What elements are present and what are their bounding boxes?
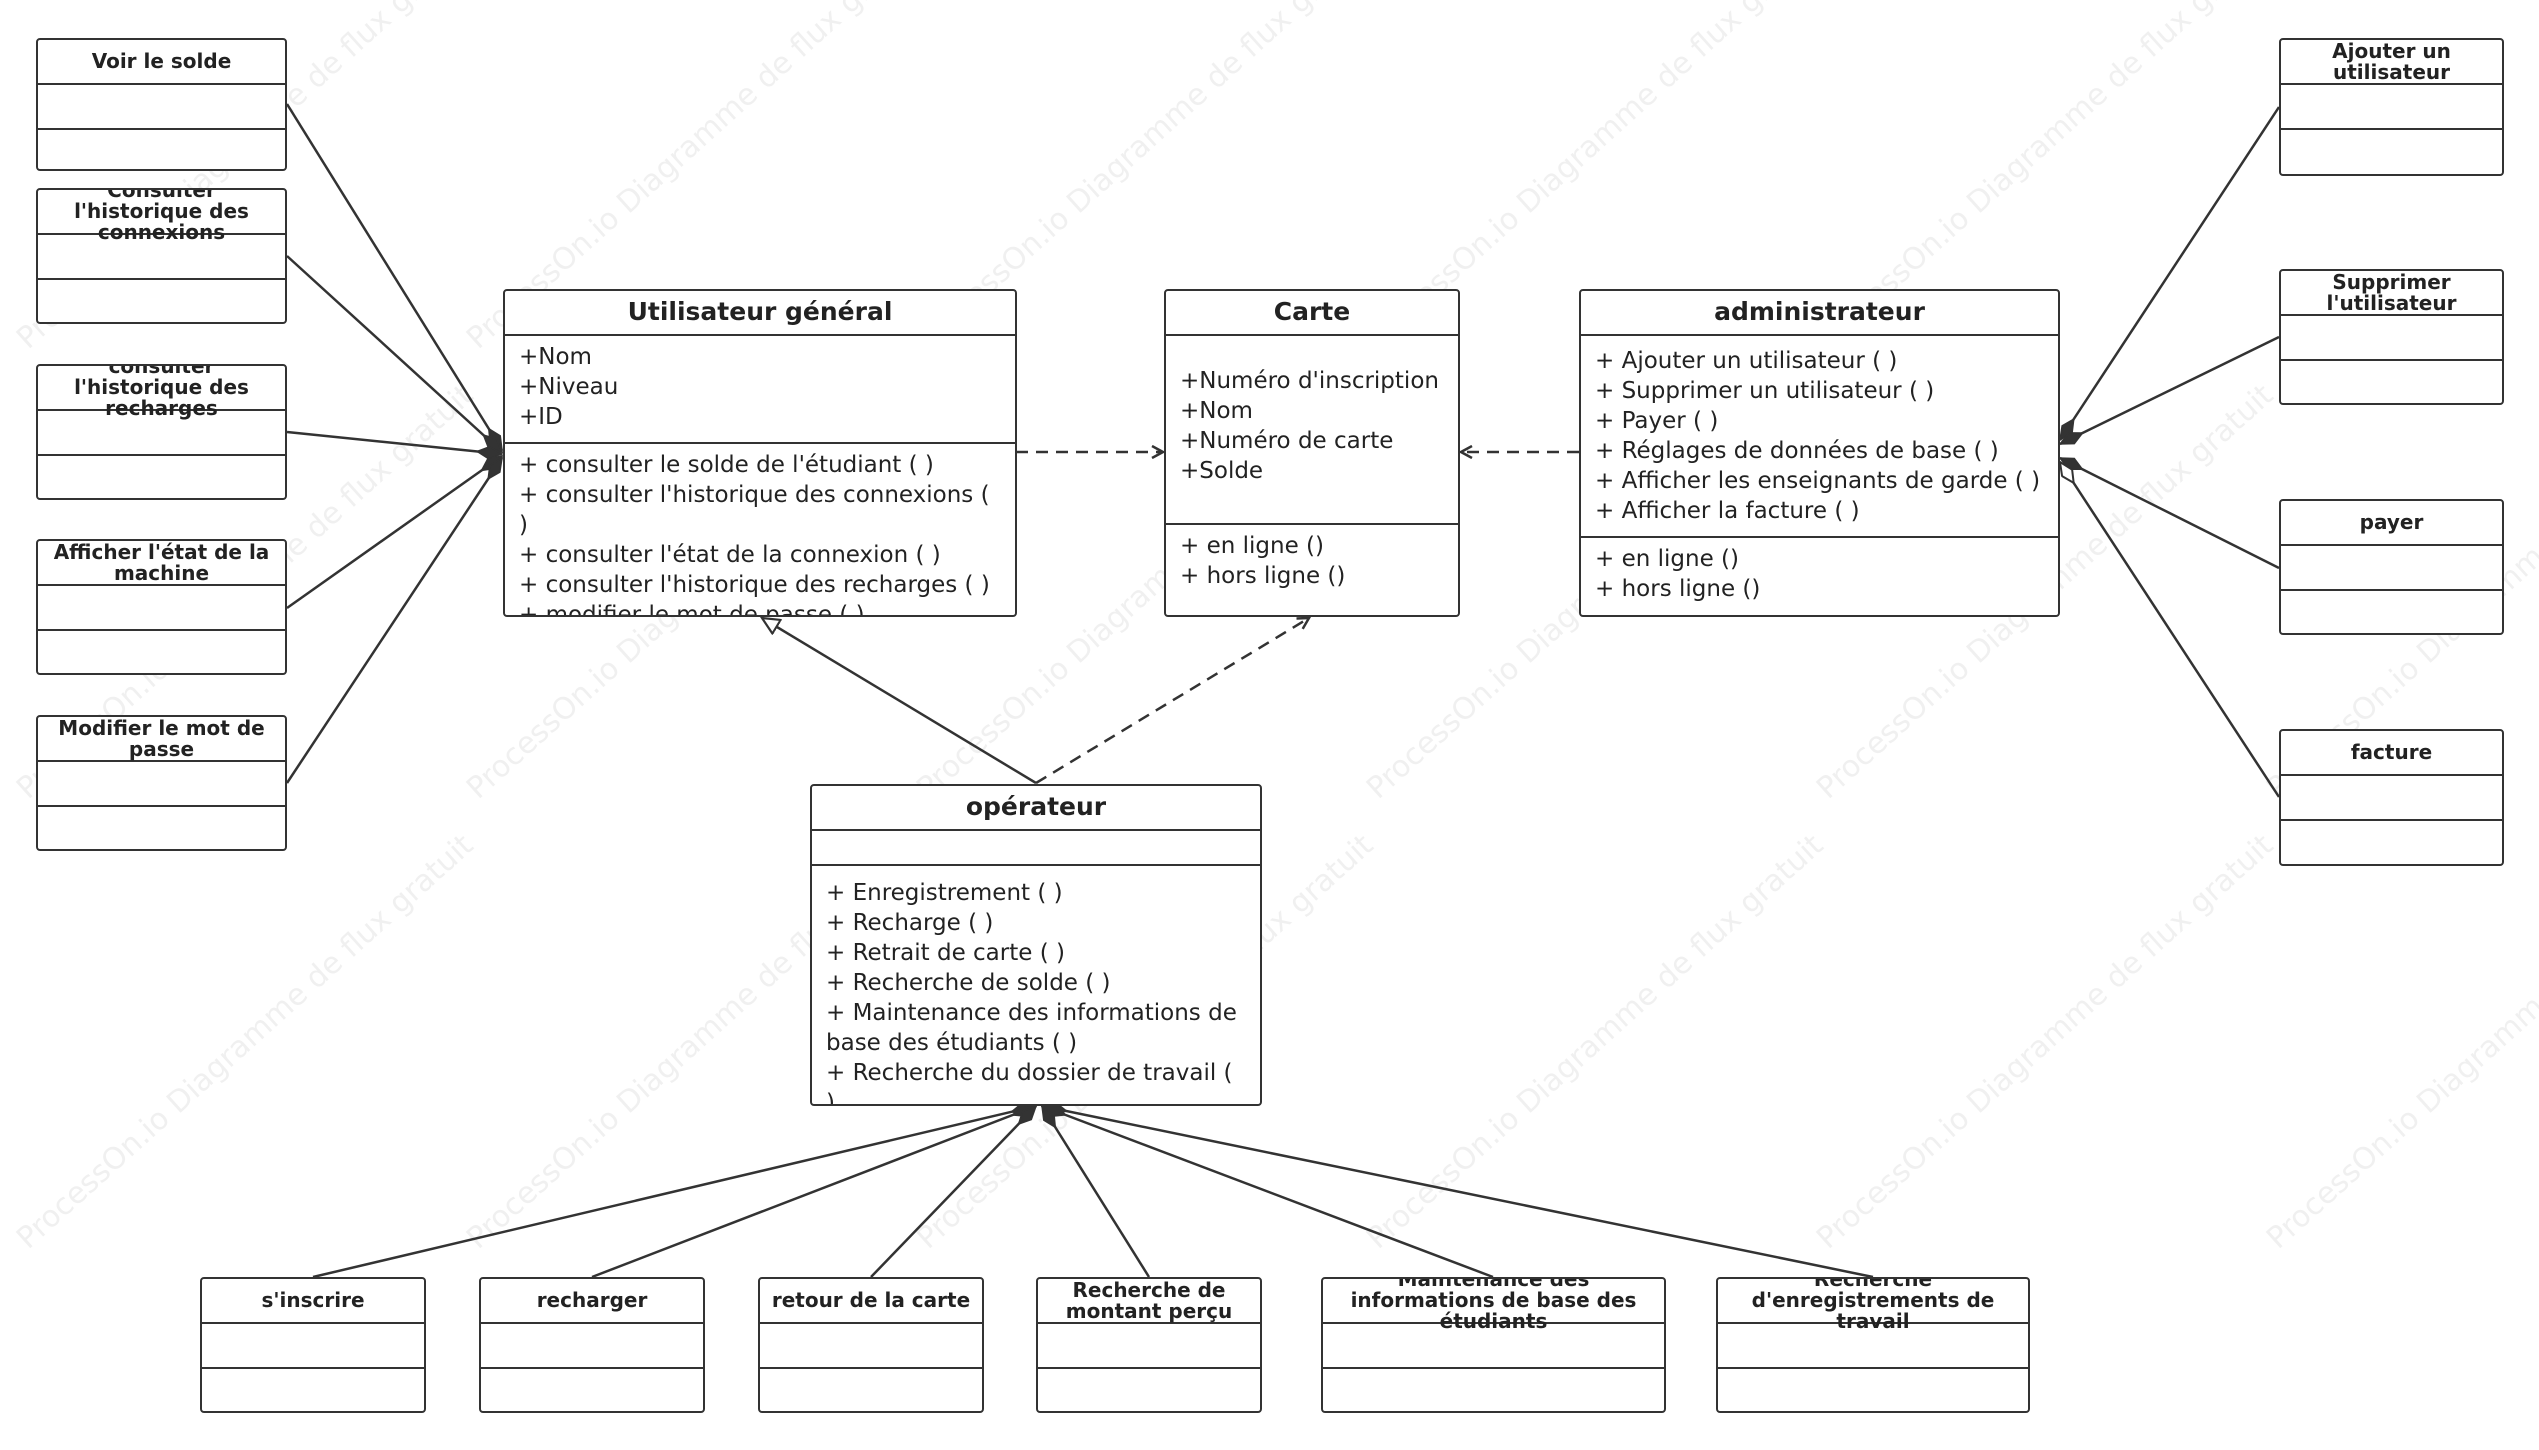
box-modifier-mot-de-passe[interactable]: Modifier le mot de passe [36,715,287,851]
class-administrateur[interactable]: administrateur + Ajouter un utilisateur … [1579,289,2060,617]
class-attributes: +Numéro d'inscription +Nom +Numéro de ca… [1180,368,1439,484]
box-section [1038,1367,1260,1410]
composition-historique-connexions [286,255,502,452]
box-maintenance-informations[interactable]: Maintenance des informations de base des… [1321,1277,1666,1413]
composition-ajouter-utilisateur [2058,106,2281,440]
box-title: Maintenance des informations de base des… [1323,1279,1664,1332]
class-methods: + en ligne () + hors ligne () [1166,523,1458,597]
box-title: facture [2281,731,2502,776]
box-historique-connexions[interactable]: Consulter l'historique des connexions [36,188,287,324]
dependency-operateur-carte [1035,618,1309,785]
class-operateur[interactable]: opérateur + Enregistrement ( ) + Recharg… [810,784,1262,1106]
box-title: Afficher l'état de la machine [38,541,285,586]
box-montant-percu[interactable]: Recherche de montant perçu [1036,1277,1262,1413]
box-section [38,85,285,128]
class-attributes: +Nom +Niveau +ID [519,344,619,430]
box-section [1038,1324,1260,1367]
aggregation-facture [2060,462,2281,798]
box-payer[interactable]: payer [2279,499,2504,635]
box-section [38,586,285,629]
box-title: retour de la carte [760,1279,982,1324]
composition-maintenance [1042,1106,1494,1279]
box-retour-carte[interactable]: retour de la carte [758,1277,984,1413]
composition-sinscrire [312,1106,1036,1279]
composition-retour-carte [870,1106,1036,1278]
box-title: Recherche de montant perçu [1038,1279,1260,1324]
box-section [2281,316,2502,359]
box-title: recharger [481,1279,703,1324]
box-facture[interactable]: facture [2279,729,2504,866]
composition-supprimer-utilisateur [2060,335,2280,446]
composition-montant-percu [1040,1106,1151,1278]
composition-voir-solde [285,103,504,450]
class-title: Carte [1166,291,1458,336]
box-section [2281,819,2502,862]
box-section [202,1367,424,1410]
box-section [38,762,285,805]
box-etat-machine[interactable]: Afficher l'état de la machine [36,539,287,675]
composition-etat-machine [286,456,502,610]
class-title: Utilisateur général [505,291,1015,336]
box-supprimer-utilisateur[interactable]: Supprimer l'utilisateur [2279,269,2504,405]
box-section [2281,85,2502,128]
box-voir-le-solde[interactable]: Voir le solde [36,38,287,171]
box-title: Recherche d'enregistrements de travail [1718,1279,2028,1332]
box-title: payer [2281,501,2502,546]
box-section [760,1324,982,1367]
box-section [2281,546,2502,589]
box-section [2281,589,2502,632]
generalization-operateur-utilisateur [762,618,1037,785]
class-methods: + Enregistrement ( ) + Recharge ( ) + Re… [812,864,1260,1104]
box-title: Ajouter un utilisateur [2281,40,2502,85]
class-title: opérateur [812,786,1260,831]
box-enregistrements-travail[interactable]: Recherche d'enregistrements de travail [1716,1277,2030,1413]
box-section [38,454,285,497]
box-section [2281,359,2502,402]
box-section [2281,776,2502,819]
box-ajouter-utilisateur[interactable]: Ajouter un utilisateur [2279,38,2504,176]
box-section [2281,128,2502,171]
class-title: administrateur [1581,291,2058,336]
box-section [202,1324,424,1367]
box-section [760,1367,982,1410]
box-title: Consulter l'historique des connexions [38,190,285,243]
box-section [38,629,285,672]
composition-enregistrements-travail [1042,1106,1874,1279]
box-title: consulter l'historique des recharges [38,366,285,419]
box-title: Modifier le mot de passe [38,717,285,762]
box-title: Supprimer l'utilisateur [2281,271,2502,316]
box-title: Voir le solde [38,40,285,85]
box-section [1718,1367,2028,1410]
class-attributes: + Ajouter un utilisateur ( ) + Supprimer… [1595,348,2041,524]
class-methods: + consulter le solde de l'étudiant ( ) +… [505,442,1015,615]
class-attributes [812,831,1260,864]
class-utilisateur-general[interactable]: Utilisateur général +Nom +Niveau +ID + c… [503,289,1017,617]
box-section [38,128,285,169]
box-historique-recharges[interactable]: consulter l'historique des recharges [36,364,287,500]
box-section [481,1367,703,1410]
class-methods: + en ligne () + hors ligne () [1581,536,2058,610]
box-title: s'inscrire [202,1279,424,1324]
class-carte[interactable]: Carte +Numéro d'inscription +Nom +Numéro… [1164,289,1460,617]
box-section [481,1324,703,1367]
box-section [1323,1367,1664,1410]
box-section [38,278,285,321]
composition-recharger [591,1106,1036,1279]
box-recharger[interactable]: recharger [479,1277,705,1413]
composition-mot-de-passe [285,458,504,784]
box-sinscrire[interactable]: s'inscrire [200,1277,426,1413]
composition-payer [2060,456,2280,570]
composition-historique-recharges [286,430,502,454]
box-section [38,805,285,848]
